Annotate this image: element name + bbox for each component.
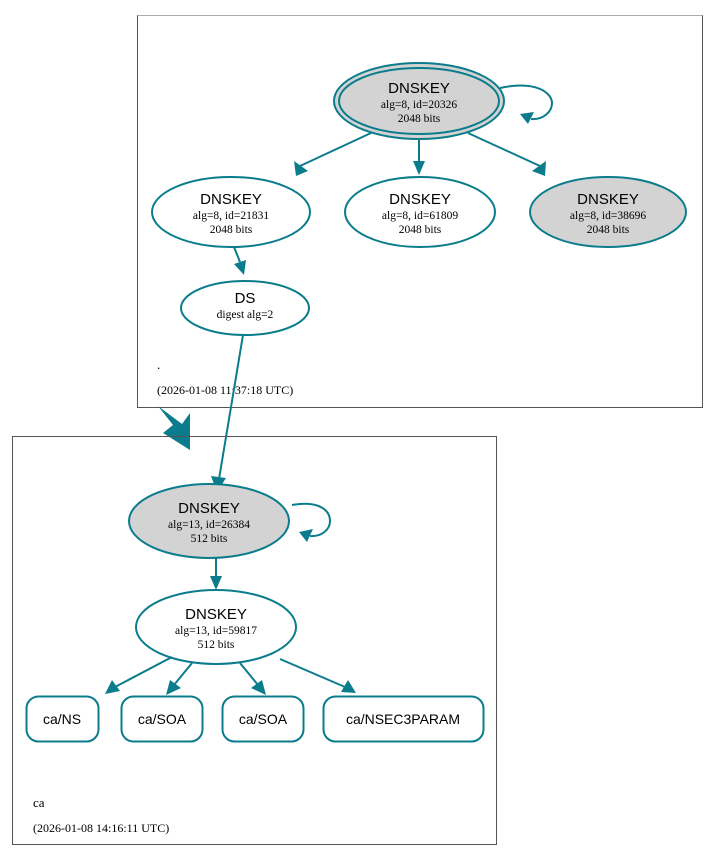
cluster-ca-zone-timestamp: (2026-01-08 14:16:11 UTC) — [33, 821, 169, 835]
node-root-zsk-61809-title: DNSKEY — [389, 191, 451, 208]
cluster-root-zone-label: . — [157, 357, 160, 372]
node-ca-ksk-26384-keyinfo: alg=13, id=26384 — [168, 519, 250, 531]
cluster-root-zone: . (2026-01-08 11:37:18 UTC) — [137, 15, 703, 408]
node-ca-ksk-26384[interactable]: DNSKEY alg=13, id=26384 512 bits — [128, 483, 290, 559]
node-ca-zsk-59817[interactable]: DNSKEY alg=13, id=59817 512 bits — [135, 589, 297, 665]
node-root-ksk-20326-title: DNSKEY — [388, 80, 450, 97]
node-root-ksk-38696[interactable]: DNSKEY alg=8, id=38696 2048 bits — [529, 176, 687, 248]
rrset-ca-soa-2-box — [221, 695, 305, 743]
edge-zsk-21831-to-ds — [233, 246, 246, 275]
node-root-zsk-61809-bits: 2048 bits — [399, 224, 442, 236]
node-root-ksk-38696-keyinfo: alg=8, id=38696 — [570, 210, 646, 222]
node-root-ksk-20326[interactable]: DNSKEY alg=8, id=20326 2048 bits — [333, 62, 505, 140]
node-ca-ksk-26384-ellipse — [128, 483, 290, 559]
rrset-ca-nsec3param[interactable]: ca/NSEC3PARAM — [322, 695, 485, 743]
node-root-zsk-21831-keyinfo: alg=8, id=21831 — [193, 210, 269, 222]
edge-ca-zsk-to-ca-ns — [105, 656, 173, 694]
node-root-zsk-21831-bits: 2048 bits — [210, 224, 253, 236]
node-ca-ksk-26384-title: DNSKEY — [178, 500, 240, 517]
rrset-ca-soa-1-label: ca/SOA — [138, 711, 187, 727]
edge-root-ksk-to-zsk-21831 — [294, 132, 372, 176]
rrset-ca-soa-2[interactable]: ca/SOA — [221, 695, 305, 743]
node-root-ds-ellipse — [180, 280, 310, 336]
edge-root-ksk-to-zsk-61809 — [413, 137, 425, 175]
edge-root-ksk-self-sign — [499, 84, 554, 124]
rrset-ca-soa-2-label: ca/SOA — [239, 711, 288, 727]
cluster-ca-zone-border — [12, 436, 497, 845]
node-root-ksk-20326-inner-ring — [338, 67, 500, 135]
node-root-ksk-20326-keyinfo: alg=8, id=20326 — [381, 99, 457, 111]
node-ca-ksk-26384-bits: 512 bits — [191, 533, 228, 545]
edge-ca-zsk-to-ca-soa-2 — [239, 662, 266, 695]
edge-ca-zsk-to-ca-nsec3param — [279, 658, 356, 693]
node-root-ds[interactable]: DS digest alg=2 — [180, 280, 310, 336]
node-root-zsk-21831[interactable]: DNSKEY alg=8, id=21831 2048 bits — [151, 176, 311, 248]
rrset-ca-soa-1-box — [120, 695, 204, 743]
node-root-zsk-61809-keyinfo: alg=8, id=61809 — [382, 210, 458, 222]
cluster-root-zone-timestamp: (2026-01-08 11:37:18 UTC) — [157, 383, 293, 397]
rrset-ca-soa-1[interactable]: ca/SOA — [120, 695, 204, 743]
rrset-ca-ns-box — [25, 695, 100, 743]
edge-root-ksk-to-ksk-38696 — [467, 132, 546, 176]
cluster-ca-zone: ca (2026-01-08 14:16:11 UTC) — [12, 436, 497, 845]
node-root-ds-title: DS — [235, 290, 256, 307]
rrset-ca-nsec3param-label: ca/NSEC3PARAM — [346, 711, 460, 727]
node-root-ksk-38696-bits: 2048 bits — [587, 224, 630, 236]
node-root-ksk-38696-ellipse — [529, 176, 687, 248]
node-root-ksk-20326-bits: 2048 bits — [398, 113, 441, 125]
node-root-zsk-21831-ellipse — [151, 176, 311, 248]
cluster-ca-zone-label: ca — [33, 795, 45, 810]
rrset-ca-nsec3param-box — [322, 695, 485, 743]
node-root-zsk-61809[interactable]: DNSKEY alg=8, id=61809 2048 bits — [344, 176, 496, 248]
edge-ca-ksk-to-ca-zsk — [210, 558, 222, 590]
edge-ca-ksk-self-sign — [291, 502, 332, 542]
rrset-ca-ns-label: ca/NS — [43, 711, 81, 727]
node-root-ksk-38696-title: DNSKEY — [577, 191, 639, 208]
edge-ca-zsk-to-ca-soa-1 — [166, 662, 193, 695]
node-ca-zsk-59817-bits: 512 bits — [198, 639, 235, 651]
node-ca-zsk-59817-keyinfo: alg=13, id=59817 — [175, 625, 257, 637]
edge-ds-to-ca-ksk-delegation — [211, 334, 244, 492]
node-ca-zsk-59817-ellipse — [135, 589, 297, 665]
edge-zone-delegation-arrow — [158, 406, 190, 450]
node-root-zsk-21831-title: DNSKEY — [200, 191, 262, 208]
node-root-ds-digest: digest alg=2 — [217, 309, 274, 321]
node-ca-zsk-59817-title: DNSKEY — [185, 606, 247, 623]
node-root-zsk-61809-ellipse — [344, 176, 496, 248]
rrset-ca-ns[interactable]: ca/NS — [25, 695, 100, 743]
